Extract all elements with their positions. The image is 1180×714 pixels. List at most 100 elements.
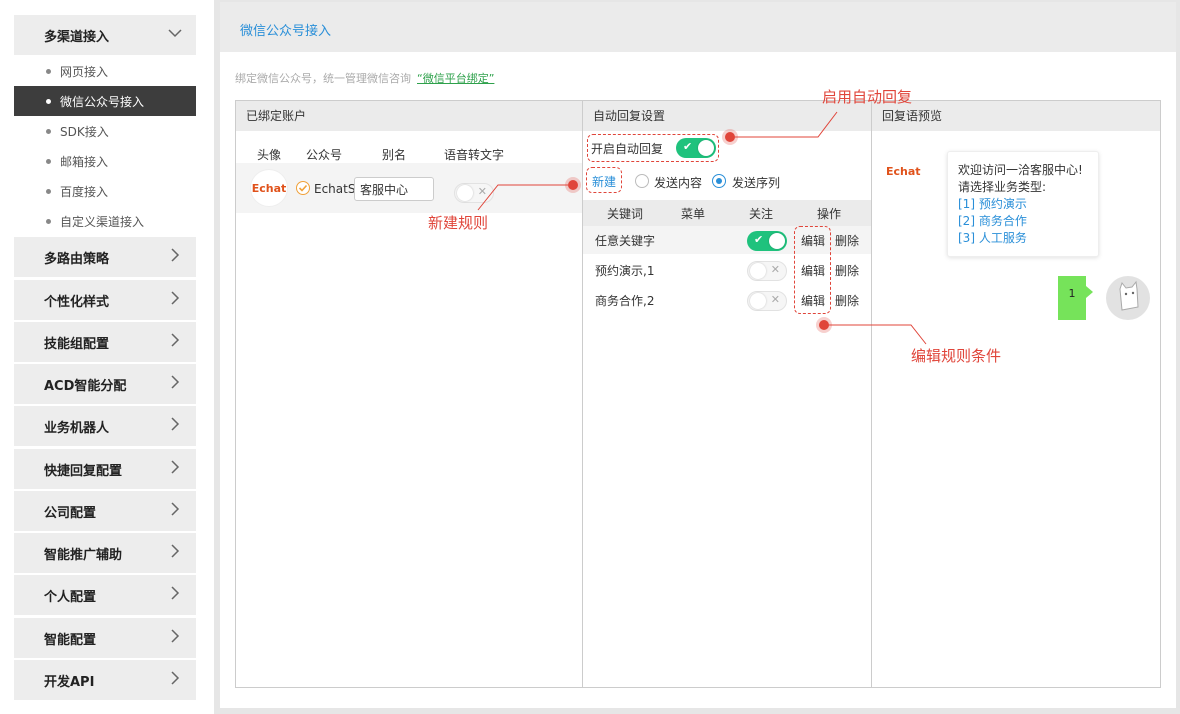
sidebar-group-company[interactable]: 公司配置 (14, 491, 196, 531)
sidebar-group-label: 多路由策略 (44, 251, 110, 267)
account-name: EchatSe (314, 182, 354, 196)
sidebar-group-personal[interactable]: 个人配置 (14, 575, 196, 615)
edit-button[interactable]: 编辑 (801, 264, 826, 278)
chevron-right-icon (171, 291, 180, 305)
bubble-tail (1086, 286, 1093, 298)
sidebar-group-label: 业务机器人 (44, 420, 110, 436)
chevron-right-icon (171, 248, 180, 262)
delete-button[interactable]: 删除 (835, 294, 860, 308)
edit-button[interactable]: 编辑 (801, 294, 826, 308)
rules-table-header (583, 200, 871, 226)
radio-label: 发送序列 (732, 176, 781, 190)
sidebar-group-multichannel[interactable]: 多渠道接入 (14, 15, 196, 55)
chevron-right-icon (171, 502, 180, 516)
chevron-right-icon (171, 460, 180, 474)
callout-highlight (587, 134, 719, 162)
toggle-knob (769, 233, 785, 249)
rule-keyword: 预约演示,1 (595, 264, 655, 278)
column-header: 别名 (382, 148, 407, 162)
sidebar-group-skills[interactable]: 技能组配置 (14, 322, 196, 362)
bullet-icon (46, 99, 51, 104)
callout-auto-reply: 启用自动回复 (822, 88, 913, 106)
column-header: 头像 (257, 148, 282, 162)
user-avatar-icon (1106, 276, 1150, 320)
hint-line: 绑定微信公众号，统一管理微信咨询 “微信平台绑定” (235, 70, 494, 86)
auto-reply-toggle[interactable]: ✔ (676, 138, 716, 158)
chevron-right-icon (171, 333, 180, 347)
sidebar-group-label: 公司配置 (44, 505, 97, 521)
bullet-icon (46, 219, 51, 224)
sidebar-group-label: 多渠道接入 (44, 29, 110, 45)
column-header: 关键词 (607, 207, 644, 221)
wechat-bind-link[interactable]: “微信平台绑定” (417, 72, 495, 85)
chevron-right-icon (171, 586, 180, 600)
column-header: 公众号 (306, 148, 343, 162)
edit-button[interactable]: 编辑 (801, 234, 826, 248)
sidebar-item-label: 邮箱接入 (60, 154, 109, 169)
sidebar-group-api[interactable]: 开发API (14, 660, 196, 700)
follow-toggle[interactable]: ✕ (747, 291, 787, 311)
table-row (583, 226, 871, 254)
sidebar-group-acd[interactable]: ACD智能分配 (14, 364, 196, 404)
callout-line (730, 111, 838, 138)
sidebar-item-wechat[interactable]: 微信公众号接入 (14, 86, 196, 116)
hint-text: 绑定微信公众号，统一管理微信咨询 (235, 72, 411, 85)
rule-keyword: 任意关键字 (595, 234, 656, 248)
option-item: [2] 商务合作 (958, 214, 1027, 228)
delete-button[interactable]: 删除 (835, 234, 860, 248)
sidebar-item-custom[interactable]: 自定义渠道接入 (14, 206, 196, 236)
echat-logo: Echat (886, 165, 921, 178)
callout-edit-rule: 编辑规则条件 (911, 347, 1002, 365)
new-rule-button[interactable]: 新建 (592, 175, 617, 189)
sidebar: 多渠道接入 网页接入 微信公众号接入 SDK接入 邮箱接入 百度接入 自定义渠道… (0, 0, 214, 714)
check-circle-icon[interactable] (296, 181, 310, 195)
sidebar-group-label: ACD智能分配 (44, 378, 127, 394)
sidebar-item-email[interactable]: 邮箱接入 (14, 146, 196, 176)
preview-panel: 回复语预览 Echat 欢迎访问一洽客服中心! 请选择业务类型: [1] 预约演… (871, 100, 1161, 688)
sidebar-group-routing[interactable]: 多路由策略 (14, 237, 196, 277)
radio-send-content[interactable] (635, 174, 649, 188)
close-icon: ✕ (477, 185, 487, 198)
sidebar-group-style[interactable]: 个性化样式 (14, 280, 196, 320)
sidebar-group-label: 个性化样式 (44, 294, 110, 310)
column-header: 关注 (749, 207, 774, 221)
column-header: 操作 (817, 207, 842, 221)
sidebar-item-sdk[interactable]: SDK接入 (14, 116, 196, 146)
avatar: Echat (250, 169, 288, 207)
sidebar-group-promo[interactable]: 智能推广辅助 (14, 533, 196, 573)
bullet-icon (46, 129, 51, 134)
column-header: 语音转文字 (444, 148, 505, 162)
bound-accounts-panel: 已绑定账户 头像 公众号 别名 语音转文字 Echat EchatSe ✕ (235, 100, 583, 688)
sidebar-group-quickreply[interactable]: 快捷回复配置 (14, 449, 196, 489)
sidebar-item-web[interactable]: 网页接入 (14, 56, 196, 86)
panel-title: 回复语预览 (872, 101, 1160, 131)
sidebar-group-label: 快捷回复配置 (44, 463, 123, 479)
alias-input[interactable] (354, 177, 434, 201)
sidebar-group-label: 个人配置 (44, 589, 97, 605)
sidebar-item-baidu[interactable]: 百度接入 (14, 176, 196, 206)
user-message-text: 1 (1068, 287, 1076, 300)
sidebar-group-label: 智能配置 (44, 632, 97, 648)
callout-highlight (586, 167, 622, 193)
option-item: [1] 预约演示 (958, 197, 1027, 211)
follow-toggle[interactable]: ✔ (747, 231, 787, 251)
sidebar-group-label: 开发API (44, 674, 95, 690)
delete-button[interactable]: 删除 (835, 264, 860, 278)
sidebar-group-robot[interactable]: 业务机器人 (14, 406, 196, 446)
bullet-icon (46, 159, 51, 164)
sidebar-item-label: 网页接入 (60, 64, 109, 79)
follow-toggle[interactable]: ✕ (747, 261, 787, 281)
close-icon: ✕ (770, 293, 780, 306)
sidebar-item-label: 微信公众号接入 (60, 94, 145, 109)
close-icon: ✕ (770, 263, 780, 276)
auto-reply-label: 开启自动回复 (591, 142, 664, 156)
voice-to-text-toggle[interactable]: ✕ (454, 183, 494, 203)
sidebar-group-smart[interactable]: 智能配置 (14, 618, 196, 658)
chevron-right-icon (171, 629, 180, 643)
sidebar-item-label: 自定义渠道接入 (60, 214, 145, 229)
callout-line (824, 324, 927, 345)
sidebar-item-label: SDK接入 (60, 124, 109, 139)
radio-send-sequence[interactable] (712, 174, 726, 188)
page-header: 微信公众号接入 (220, 2, 1176, 52)
callout-new-rule: 新建规则 (428, 214, 489, 232)
